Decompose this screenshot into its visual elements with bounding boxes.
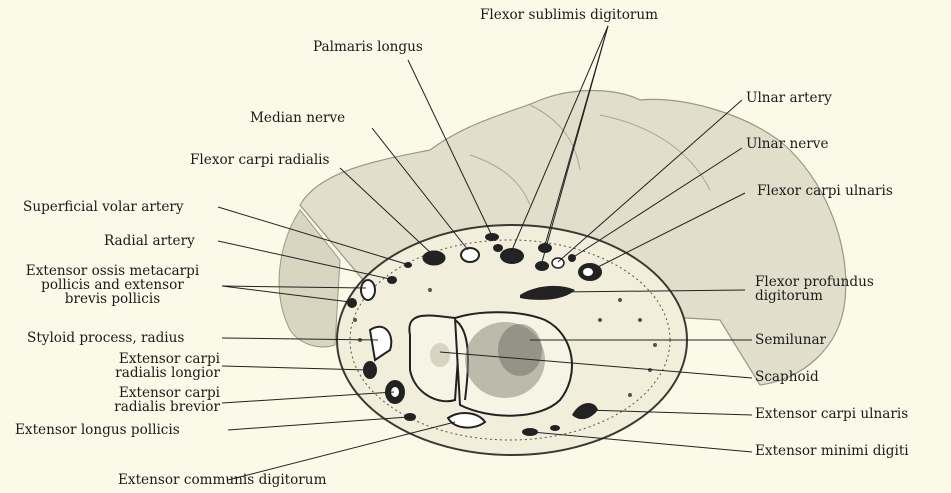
flexor-sublimis-tendon	[500, 248, 524, 264]
extensor-ossis-tendon	[361, 280, 375, 300]
label-ulnar-nerve: Ulnar nerve	[746, 137, 829, 151]
label-ext-carpi-radialis-longior: Extensor carpi radialis longior	[60, 352, 220, 380]
scaphoid-texture	[430, 343, 450, 367]
superficial-volar-artery-section	[404, 262, 412, 268]
flexor-sublimis-tendon	[493, 244, 503, 252]
label-ulnar-artery: Ulnar artery	[746, 91, 832, 105]
label-semilunar: Semilunar	[755, 333, 826, 347]
label-scaphoid: Scaphoid	[755, 370, 819, 384]
label-styloid-process-radius: Styloid process, radius	[27, 331, 184, 345]
label-line: Extensor carpi	[60, 386, 220, 400]
label-line: pollicis and extensor	[5, 278, 220, 292]
flexor-carpi-radialis-tendon	[423, 251, 445, 265]
label-extensor-carpi-ulnaris: Extensor carpi ulnaris	[755, 407, 908, 421]
label-line: digitorum	[755, 289, 874, 303]
semilunar-texture	[498, 324, 542, 376]
label-extensor-longus-pollicis: Extensor longus pollicis	[15, 423, 180, 437]
label-line: radialis brevior	[60, 400, 220, 414]
label-median-nerve: Median nerve	[250, 111, 345, 125]
label-line: brevis pollicis	[5, 292, 220, 306]
label-flexor-sublimis-digitorum: Flexor sublimis digitorum	[480, 8, 658, 22]
label-line: Extensor ossis metacarpi	[5, 264, 220, 278]
label-superficial-volar-artery: Superficial volar artery	[23, 200, 184, 214]
label-flexor-carpi-radialis: Flexor carpi radialis	[190, 153, 330, 167]
label-line: radialis longior	[60, 366, 220, 380]
label-flexor-profundus-digitorum: Flexor profundus digitorum	[755, 275, 874, 303]
label-palmaris-longus: Palmaris longus	[313, 40, 423, 54]
flexor-carpi-ulnaris-inner	[583, 268, 593, 276]
extensor-minimi-digiti-tendon	[550, 425, 560, 431]
label-extensor-ossis-metacarpi: Extensor ossis metacarpi pollicis and ex…	[5, 264, 220, 306]
flexor-sublimis-tendon	[535, 261, 549, 271]
median-nerve-section	[461, 248, 479, 262]
label-ext-carpi-radialis-brevior: Extensor carpi radialis brevior	[60, 386, 220, 414]
label-extensor-minimi-digiti: Extensor minimi digiti	[755, 444, 909, 458]
label-extensor-communis-digitorum: Extensor communis digitorum	[118, 473, 326, 487]
label-line: Extensor carpi	[60, 352, 220, 366]
ulnar-artery-section	[552, 258, 564, 268]
label-radial-artery: Radial artery	[104, 234, 195, 248]
label-line: Flexor profundus	[755, 275, 874, 289]
label-flexor-carpi-ulnaris: Flexor carpi ulnaris	[757, 184, 893, 198]
extensor-ossis-tendon	[347, 298, 357, 308]
palmaris-longus-tendon	[485, 233, 499, 241]
radial-artery-section	[387, 276, 397, 284]
